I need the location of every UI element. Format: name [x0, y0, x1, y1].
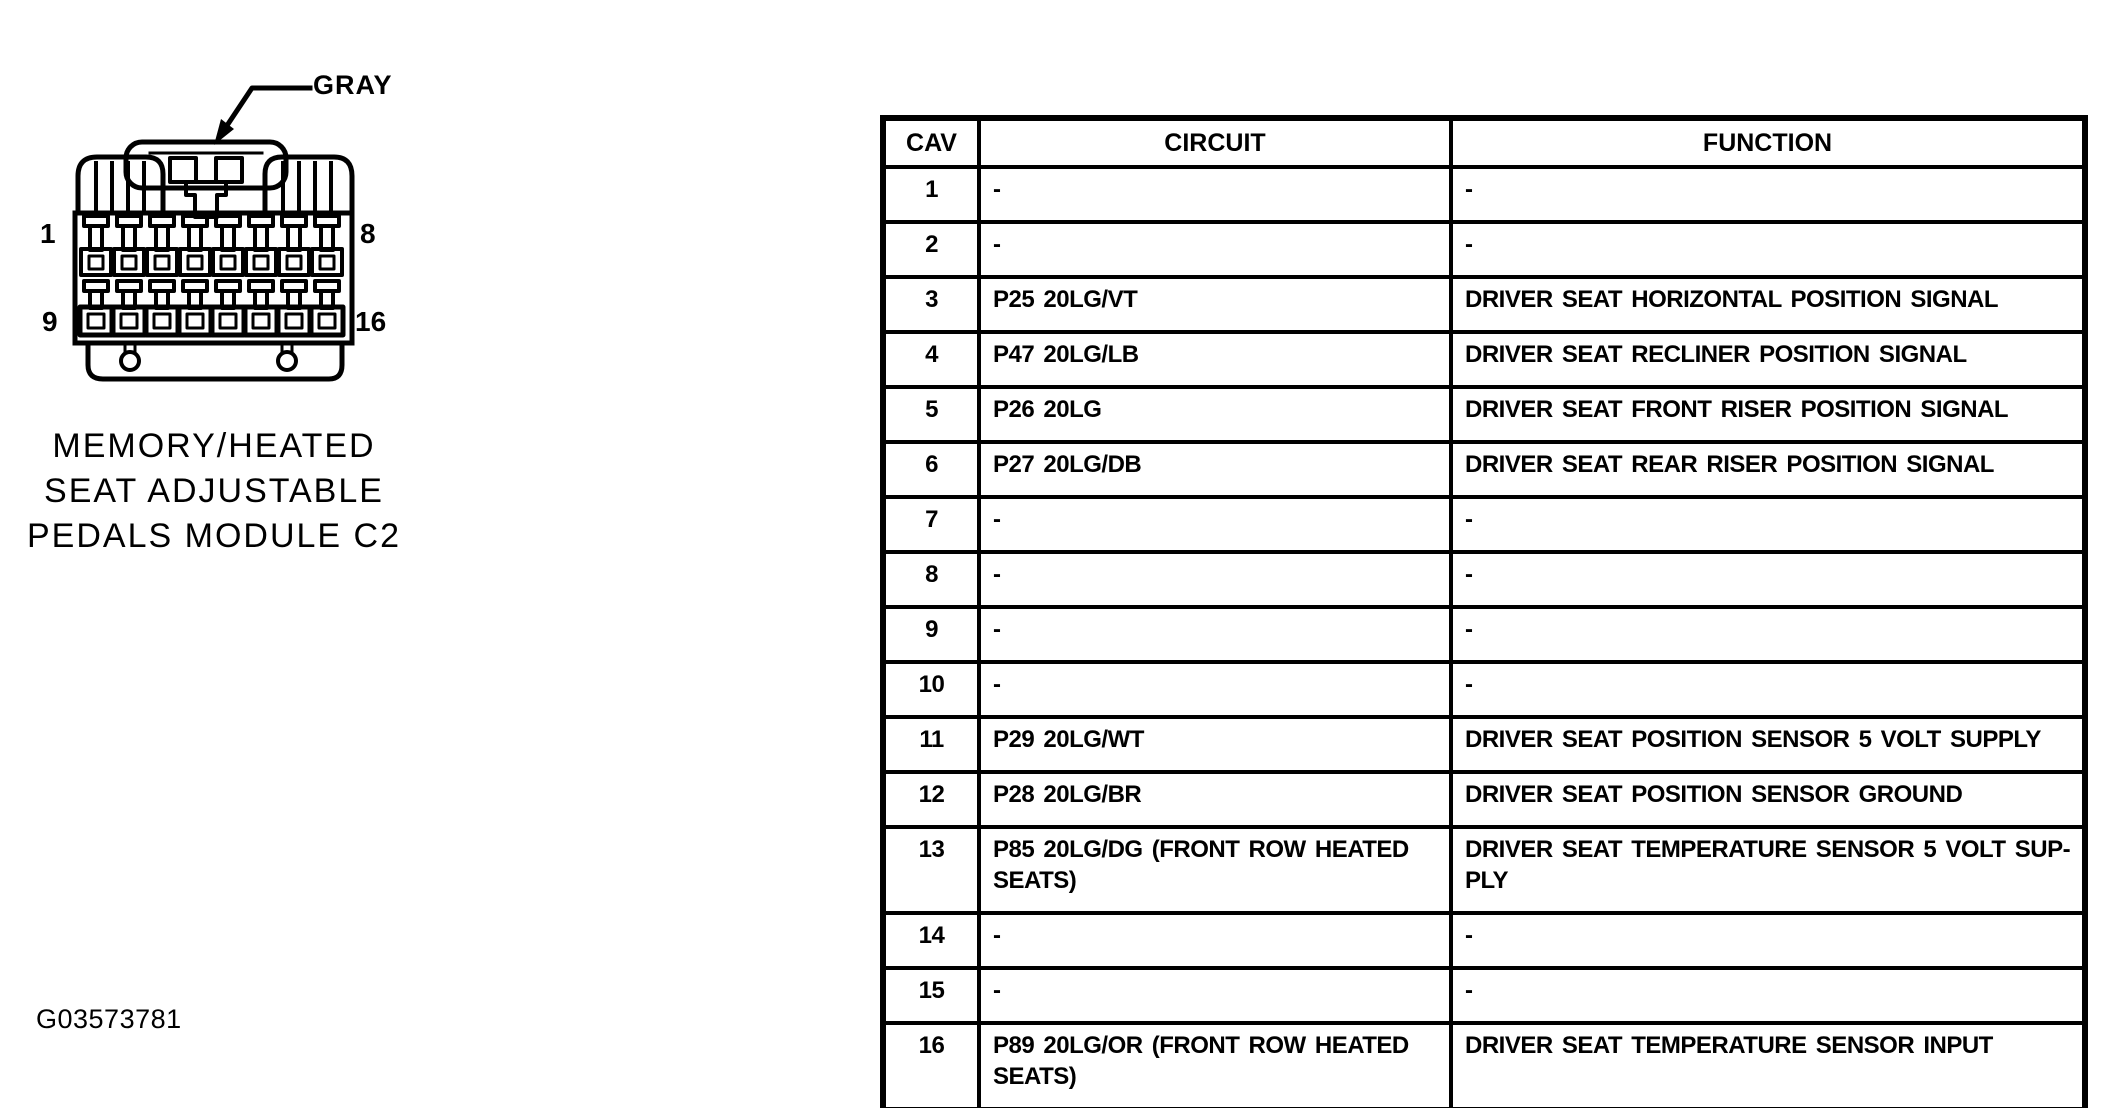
function-cell: -	[1449, 550, 2087, 609]
function-cell: -	[1449, 605, 2087, 664]
cav-cell: 16	[881, 1021, 981, 1108]
connector-right-shoulder	[262, 154, 355, 216]
function-cell: DRIVER SEAT TEMPERATURE SENSOR INPUT	[1449, 1021, 2087, 1108]
cav-cell: 9	[881, 605, 981, 664]
cav-cell: 15	[881, 966, 981, 1025]
cav-cell: 14	[881, 911, 981, 970]
col-header-cav: CAV	[881, 116, 981, 169]
figure-caption: MEMORY/HEATED SEAT ADJUSTABLE PEDALS MOD…	[6, 424, 422, 559]
function-cell: -	[1449, 966, 2087, 1025]
pin-label-8: 8	[360, 218, 376, 249]
table-row: 8--	[881, 550, 2087, 609]
pin-label-1: 1	[40, 218, 56, 249]
connector-diagram	[72, 85, 355, 382]
terminal-grid-row-1	[79, 214, 344, 277]
cav-cell: 13	[881, 825, 981, 915]
circuit-cell: -	[977, 660, 1453, 719]
circuit-cell: -	[977, 911, 1453, 970]
col-header-function: FUNCTION	[1449, 116, 2087, 169]
table-row: 7--	[881, 495, 2087, 554]
connector-left-shoulder	[75, 154, 166, 216]
circuit-cell: -	[977, 220, 1453, 279]
circuit-cell: P25 20LG/VT	[977, 275, 1453, 334]
cav-cell: 11	[881, 715, 981, 774]
circuit-cell: P26 20LG	[977, 385, 1453, 444]
function-cell: DRIVER SEAT FRONT RISER POSITION SIGNAL	[1449, 385, 2087, 444]
terminal-grid-row-2	[80, 281, 343, 335]
cav-cell: 10	[881, 660, 981, 719]
pin-label-16: 16	[355, 306, 387, 337]
circuit-cell: P29 20LG/WT	[977, 715, 1453, 774]
circuit-cell: P27 20LG/DB	[977, 440, 1453, 499]
cav-cell: 7	[881, 495, 981, 554]
caption-line: SEAT ADJUSTABLE	[44, 472, 384, 510]
cav-cell: 12	[881, 770, 981, 829]
circuit-cell: P85 20LG/DG (FRONT ROW HEATED SEATS)	[977, 825, 1453, 915]
caption-line: MEMORY/HEATED	[52, 427, 376, 465]
circuit-cell: -	[977, 165, 1453, 224]
function-cell: DRIVER SEAT REAR RISER POSITION SIGNAL	[1449, 440, 2087, 499]
cav-cell: 5	[881, 385, 981, 444]
figure-id: G03573781	[36, 1004, 182, 1034]
col-header-circuit: CIRCUIT	[977, 116, 1453, 169]
function-cell: DRIVER SEAT POSITION SENSOR GROUND	[1449, 770, 2087, 829]
circuit-cell: P89 20LG/OR (FRONT ROW HEATED SEATS)	[977, 1021, 1453, 1108]
pinout-table-header-row: CAV CIRCUIT FUNCTION	[881, 116, 2087, 169]
caption-line: PEDALS MODULE C2	[27, 517, 401, 555]
connector-color-label: GRAY	[313, 70, 393, 100]
cav-cell: 1	[881, 165, 981, 224]
cav-cell: 3	[881, 275, 981, 334]
function-cell: DRIVER SEAT HORIZONTAL POSITION SIGNAL	[1449, 275, 2087, 334]
circuit-cell: -	[977, 495, 1453, 554]
function-cell: -	[1449, 165, 2087, 224]
cav-cell: 2	[881, 220, 981, 279]
table-row: 9--	[881, 605, 2087, 664]
cav-cell: 8	[881, 550, 981, 609]
function-cell: -	[1449, 495, 2087, 554]
connector-body	[72, 210, 355, 382]
function-cell: -	[1449, 911, 2087, 970]
cav-cell: 4	[881, 330, 981, 389]
circuit-cell: -	[977, 966, 1453, 1025]
circuit-cell: -	[977, 550, 1453, 609]
function-cell: DRIVER SEAT RECLINER POSITION SIGNAL	[1449, 330, 2087, 389]
table-row: 10--	[881, 660, 2087, 719]
function-cell: -	[1449, 660, 2087, 719]
function-cell: -	[1449, 220, 2087, 279]
table-row: 15--	[881, 966, 2087, 1025]
circuit-cell: -	[977, 605, 1453, 664]
gray-pointer-arrow	[214, 85, 313, 145]
function-cell: DRIVER SEAT TEMPERATURE SENSOR 5 VOLT SU…	[1449, 825, 2087, 915]
connector-latch	[123, 139, 289, 219]
pin-label-9: 9	[42, 306, 58, 337]
table-row: 2--	[881, 220, 2087, 279]
cav-cell: 6	[881, 440, 981, 499]
table-row: 1--	[881, 165, 2087, 224]
function-cell: DRIVER SEAT POSITION SENSOR 5 VOLT SUPPL…	[1449, 715, 2087, 774]
circuit-cell: P28 20LG/BR	[977, 770, 1453, 829]
circuit-cell: P47 20LG/LB	[977, 330, 1453, 389]
table-row: 14--	[881, 911, 2087, 970]
